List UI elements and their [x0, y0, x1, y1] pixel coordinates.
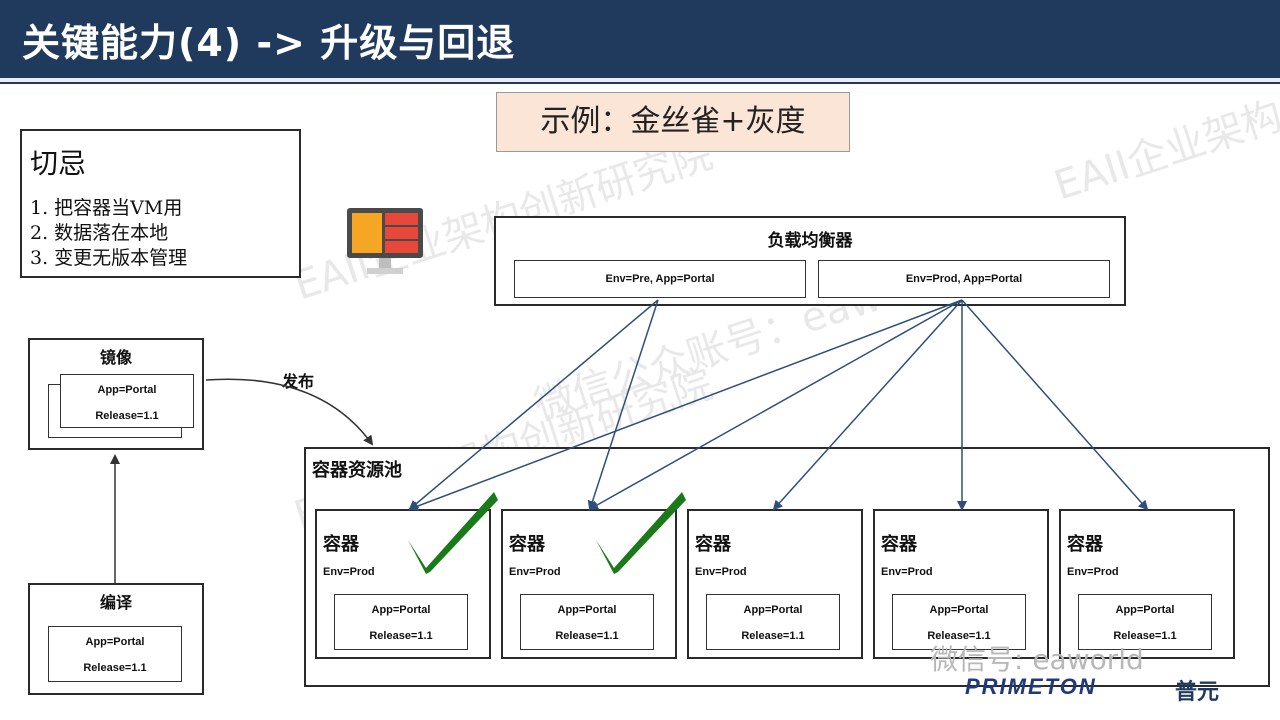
container-title: 容器 — [881, 534, 917, 555]
container-title: 容器 — [1067, 534, 1103, 555]
container-app-box — [1078, 594, 1212, 650]
route-arrow — [408, 299, 659, 511]
container-env: Env=Prod — [509, 566, 561, 578]
container-title: 容器 — [695, 534, 731, 555]
route-arrow — [772, 299, 963, 511]
taboo-box — [20, 129, 301, 278]
container-release: Release=1.1 — [369, 630, 433, 642]
monitor-icon — [347, 208, 423, 274]
container-title: 容器 — [323, 534, 359, 555]
container-env: Env=Prod — [881, 566, 933, 578]
container-env: Env=Prod — [323, 566, 375, 578]
container-pool-title: 容器资源池 — [312, 460, 402, 481]
route-arrow — [587, 299, 659, 511]
container-app-box — [520, 594, 654, 650]
image-title: 镜像 — [99, 348, 132, 367]
brand-logo: PRIMETON — [965, 674, 1097, 699]
image-stack-front — [60, 374, 194, 428]
load-balancer-title: 负载均衡器 — [767, 231, 853, 251]
container-app-box — [706, 594, 840, 650]
container-title: 容器 — [509, 534, 545, 555]
container-app: App=Portal — [743, 604, 803, 616]
route-arrow — [961, 299, 1149, 511]
taboo-item: 2. 数据落在本地 — [30, 222, 169, 244]
container-env: Env=Prod — [695, 566, 747, 578]
container-release: Release=1.1 — [927, 630, 991, 642]
container-app-box — [334, 594, 468, 650]
container-release: Release=1.1 — [1113, 630, 1177, 642]
slide-title: 关键能力(4) -> 升级与回退 — [22, 21, 516, 65]
wechat-watermark: 微信号: eaworld — [930, 643, 1144, 676]
title-bar — [0, 0, 1280, 78]
lb-route-pre: Env=Pre, App=Portal — [514, 260, 806, 298]
compile-release: Release=1.1 — [83, 662, 147, 674]
brand-logo-cn: 普元 — [1175, 680, 1220, 705]
route-arrow — [408, 299, 963, 511]
container-app: App=Portal — [557, 604, 617, 616]
container-app: App=Portal — [371, 604, 431, 616]
container-app: App=Portal — [929, 604, 989, 616]
route-arrow — [588, 299, 963, 510]
check-icon — [408, 492, 498, 574]
taboo-item: 3. 变更无版本管理 — [30, 247, 188, 269]
lb-route-prod: Env=Prod, App=Portal — [818, 260, 1110, 298]
image-app: App=Portal — [97, 384, 157, 396]
container-app: App=Portal — [1115, 604, 1175, 616]
container-app-box — [892, 594, 1026, 650]
container-env: Env=Prod — [1067, 566, 1119, 578]
check-icon — [596, 492, 686, 574]
title-rule — [0, 78, 1280, 84]
taboo-heading: 切忌 — [30, 147, 87, 180]
container-release: Release=1.1 — [741, 630, 805, 642]
compile-artifact — [48, 626, 182, 682]
publish-label: 发布 — [282, 372, 315, 391]
publish-arrow — [205, 378, 374, 446]
compile-title: 编译 — [99, 593, 132, 612]
compile-app: App=Portal — [85, 636, 145, 648]
container-release: Release=1.1 — [555, 630, 619, 642]
taboo-item: 1. 把容器当VM用 — [30, 197, 183, 219]
image-release: Release=1.1 — [95, 410, 159, 422]
example-label: 示例：金丝雀+灰度 — [496, 92, 850, 152]
